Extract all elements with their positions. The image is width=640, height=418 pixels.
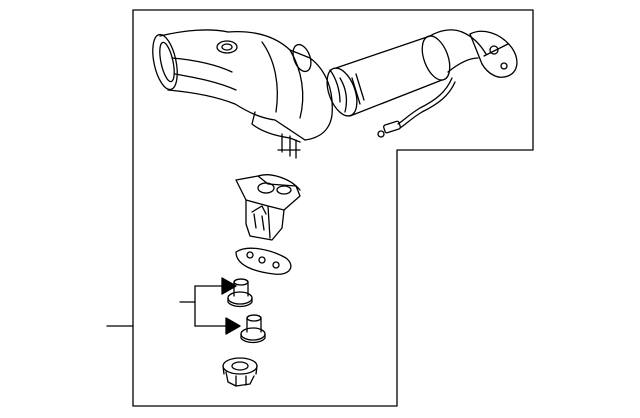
gasket [235, 247, 292, 275]
stud-upper [227, 278, 253, 308]
stud-callout [179, 285, 231, 327]
nut [222, 357, 258, 387]
stud-lower-arrow [225, 317, 241, 335]
stud-upper-arrow [221, 277, 237, 295]
mounting-bracket [235, 174, 301, 241]
stud-lower [240, 314, 266, 344]
diagram-frame [132, 9, 534, 407]
catalytic-converter-assembly [152, 29, 518, 159]
